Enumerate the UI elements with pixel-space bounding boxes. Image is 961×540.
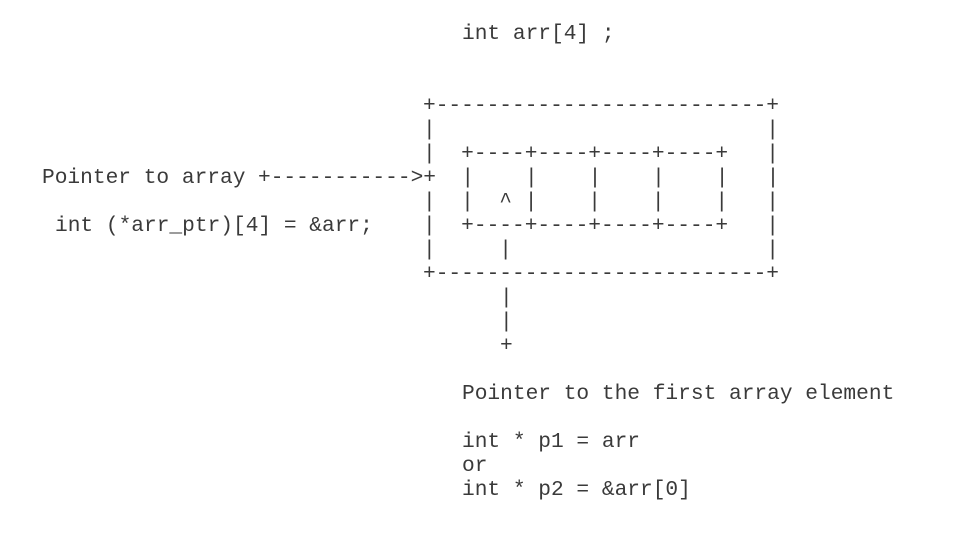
element-pointer-stem: |	[500, 286, 513, 310]
array-pointer-code: int (*arr_ptr)[4] = &arr;	[55, 214, 373, 238]
inner-array-bottom: | +----+----+----+----+ |	[423, 214, 780, 238]
outer-box-side: | |	[423, 118, 780, 142]
element-pointer-stem: |	[500, 310, 513, 334]
element-pointer-code-1: int * p1 = arr	[462, 430, 641, 454]
array-pointer-label: Pointer to array	[42, 166, 246, 190]
inner-array-top: | +----+----+----+----+ |	[423, 142, 780, 166]
or-text: or	[462, 454, 488, 478]
outer-box-stem-row: | | |	[423, 238, 780, 262]
array-declaration: int arr[4] ;	[462, 22, 615, 46]
element-pointer-label: Pointer to the first array element	[462, 382, 895, 406]
element-pointer-stem-end: +	[500, 334, 513, 358]
array-pointer-arrow: +----------->+ | | | | | |	[258, 166, 780, 190]
element-pointer-code-2: int * p2 = &arr[0]	[462, 478, 691, 502]
outer-box-bottom: +--------------------------+	[423, 262, 780, 286]
first-element-caret-row: | | ^ | | | | |	[423, 190, 780, 214]
outer-box-top: +--------------------------+	[423, 94, 780, 118]
